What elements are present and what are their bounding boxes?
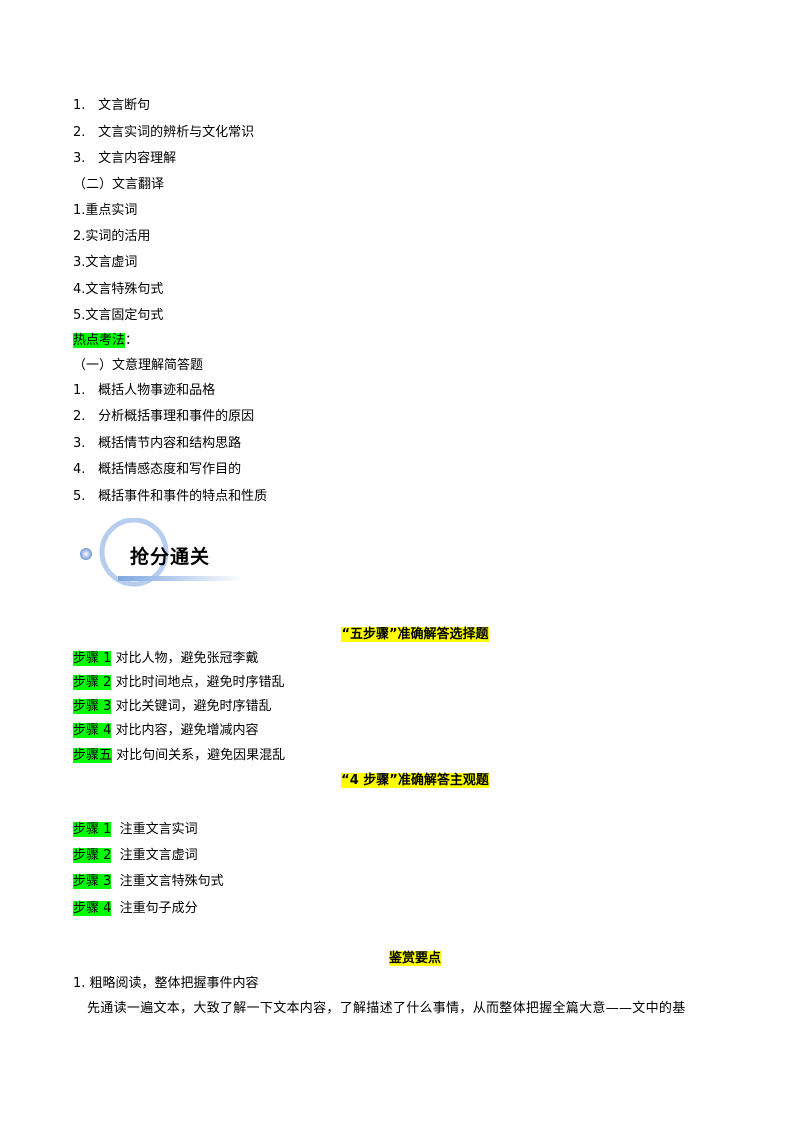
list-item: 2. 文言实词的辨析与文化常识 [73, 124, 254, 142]
list-item: 5.文言固定句式 [73, 308, 164, 323]
item-text: 文言断句 [98, 98, 151, 113]
step-text: 注重文言虚词 [119, 848, 198, 863]
item-number: 1. [73, 98, 86, 113]
step-text: 对比关键词，避免时序错乱 [115, 699, 272, 714]
list-item: 1. 文言断句 [73, 97, 150, 115]
five-steps-title-text: “五步骤”准确解答选择题 [341, 627, 489, 642]
step-row: 步骤 2 注重文言虚词 [73, 847, 198, 865]
banner-title: 抢分通关 [130, 546, 211, 568]
list-item: 2. 分析概括事理和事件的原因 [73, 408, 254, 426]
appreciation-title: 鉴赏要点 [0, 950, 800, 968]
step-row: 步骤 1 注重文言实词 [73, 821, 198, 839]
item-text: 概括情感态度和写作目的 [98, 462, 242, 477]
step-row: 步骤 4 对比内容，避免增减内容 [73, 722, 259, 740]
step-text: 对比时间地点，避免时序错乱 [115, 675, 285, 690]
step-row: 步骤 3 注重文言特殊句式 [73, 873, 224, 891]
step-label: 步骤 4 [73, 723, 112, 738]
four-steps-title-text: “4 步骤”准确解答主观题 [341, 773, 489, 788]
hot-label: 热点考法 [73, 333, 126, 348]
list-item: 3.文言虚词 [73, 255, 138, 270]
step-text: 对比内容，避免增减内容 [115, 723, 259, 738]
step-label: 步骤 1 [73, 822, 112, 837]
step-label: 步骤 3 [73, 874, 112, 889]
list-item: 5. 概括事件和事件的特点和性质 [73, 488, 267, 506]
step-text: 对比人物，避免张冠李戴 [115, 651, 259, 666]
subheading-translation: （二）文言翻译 [73, 177, 165, 192]
step-label: 步骤 2 [73, 848, 112, 863]
step-row: 步骤五 对比句间关系，避免因果混乱 [73, 747, 285, 765]
step-row: 步骤 1 对比人物，避免张冠李戴 [73, 650, 259, 668]
hot-topic-heading: 热点考法： [73, 332, 138, 350]
item-text: 文言实词的辨析与文化常识 [98, 125, 255, 140]
item-text: 分析概括事理和事件的原因 [98, 409, 255, 424]
step-row: 步骤 4 注重句子成分 [73, 900, 198, 918]
item-text: 概括人物事迹和品格 [98, 383, 216, 398]
list-item: 3. 文言内容理解 [73, 150, 176, 168]
appreciation-point-1: 1. 粗略阅读，整体把握事件内容 [73, 976, 259, 991]
item-number: 1. [73, 383, 86, 398]
step-row: 步骤 2 对比时间地点，避免时序错乱 [73, 674, 285, 692]
four-steps-title: “4 步骤”准确解答主观题 [0, 772, 800, 790]
item-number: 2. [73, 125, 86, 140]
item-number: 5. [73, 489, 86, 504]
subheading-comprehension: （一）文意理解简答题 [73, 358, 204, 373]
five-steps-title: “五步骤”准确解答选择题 [0, 626, 800, 644]
item-text: 概括情节内容和结构思路 [98, 436, 242, 451]
item-text: 概括事件和事件的特点和性质 [98, 489, 268, 504]
list-item: 1. 概括人物事迹和品格 [73, 382, 215, 400]
step-label: 步骤 2 [73, 675, 112, 690]
step-label: 步骤五 [73, 748, 113, 763]
item-number: 3. [73, 151, 86, 166]
step-text: 注重文言特殊句式 [119, 874, 224, 889]
list-item: 2.实词的活用 [73, 229, 151, 244]
colon: ： [125, 333, 139, 348]
list-item: 1.重点实词 [73, 203, 138, 218]
item-number: 2. [73, 409, 86, 424]
item-number: 4. [73, 462, 86, 477]
step-label: 步骤 1 [73, 651, 112, 666]
appreciation-title-text: 鉴赏要点 [388, 951, 441, 966]
step-label: 步骤 3 [73, 699, 112, 714]
appreciation-paragraph: 先通读一遍文本，大致了解一下文本内容，了解描述了什么事情，从而整体把握全篇大意—… [87, 1001, 686, 1016]
section-banner-graphic [80, 518, 244, 587]
step-text: 注重文言实词 [119, 822, 198, 837]
item-text: 文言内容理解 [98, 151, 177, 166]
list-item: 4.文言特殊句式 [73, 282, 164, 297]
list-item: 3. 概括情节内容和结构思路 [73, 435, 241, 453]
list-item: 4. 概括情感态度和写作目的 [73, 461, 241, 479]
step-text: 注重句子成分 [119, 901, 198, 916]
step-row: 步骤 3 对比关键词，避免时序错乱 [73, 698, 272, 716]
item-number: 3. [73, 436, 86, 451]
step-label: 步骤 4 [73, 901, 112, 916]
step-text: 对比句间关系，避免因果混乱 [116, 748, 286, 763]
